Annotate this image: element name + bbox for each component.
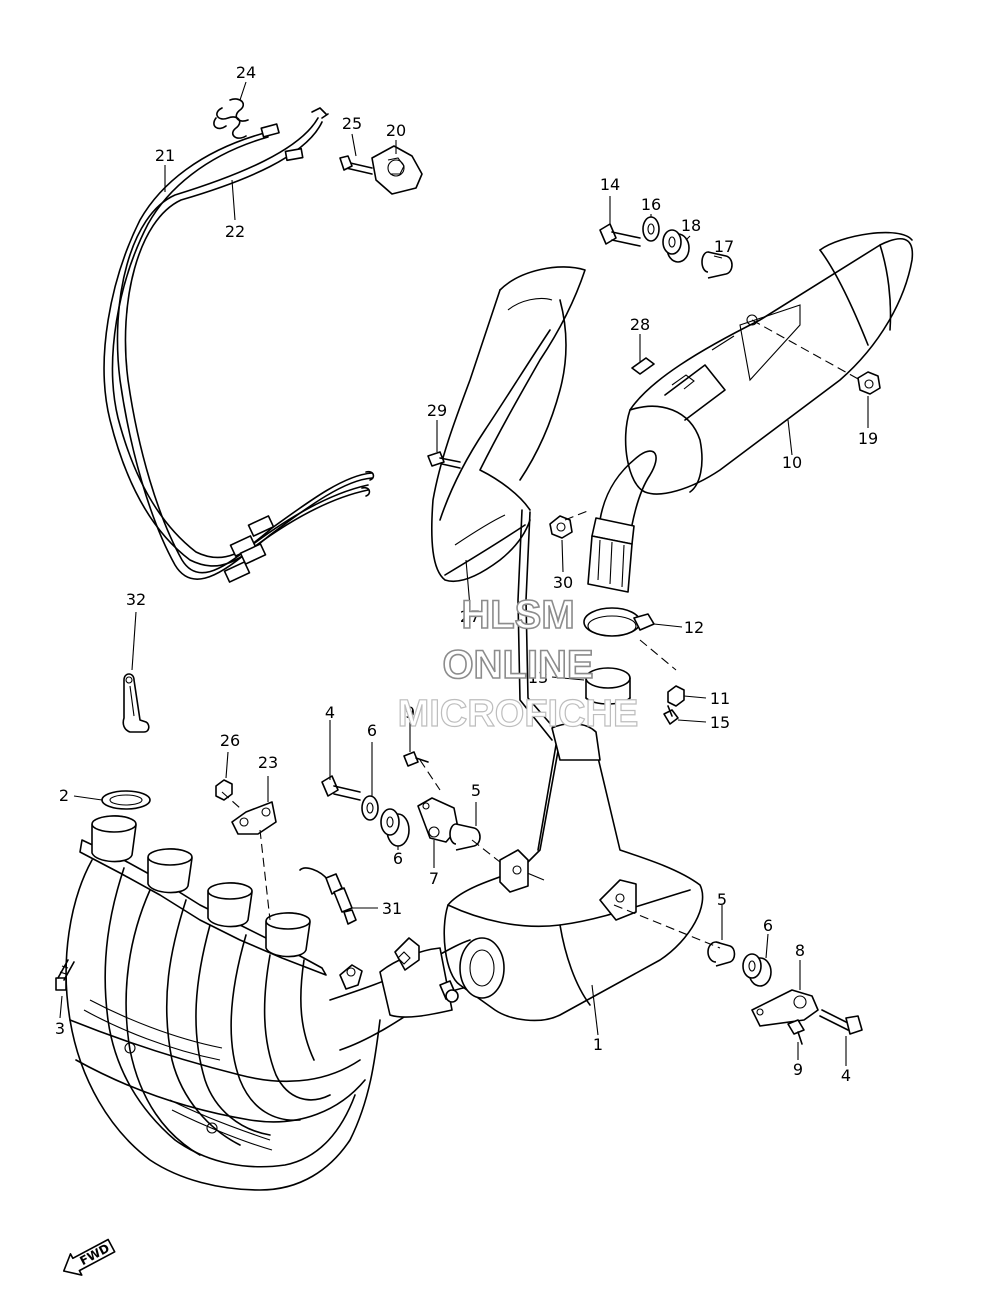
nut-11 xyxy=(667,685,685,707)
bolt-4-left xyxy=(321,775,361,801)
nut-26 xyxy=(215,779,233,801)
part-number-16: 16 xyxy=(641,195,661,214)
bolt-9-left xyxy=(403,751,429,767)
grommet-18 xyxy=(662,229,690,263)
watermark-line-3: MICROFICHE xyxy=(398,693,639,735)
sensor-31 xyxy=(299,867,357,925)
part-number-23: 23 xyxy=(258,753,278,772)
bracket-23 xyxy=(231,801,277,835)
part-number-15: 15 xyxy=(710,713,730,732)
part-number-8: 8 xyxy=(795,941,805,960)
collar-5-left xyxy=(449,823,481,851)
collar-17 xyxy=(701,251,733,279)
washer-6-left xyxy=(361,795,379,821)
stay-32 xyxy=(122,673,150,733)
part-number-13: 13 xyxy=(528,668,548,687)
nut-30 xyxy=(549,515,573,539)
bolt-15 xyxy=(663,705,679,725)
part-number-21: 21 xyxy=(155,146,175,165)
part-number-25: 25 xyxy=(342,114,362,133)
silencer-10 xyxy=(587,231,914,593)
part-number-19: 19 xyxy=(858,429,878,448)
washer-16 xyxy=(642,216,660,242)
grommet-6-lower xyxy=(380,808,410,847)
part-number-11: 11 xyxy=(710,689,730,708)
clip-28 xyxy=(631,357,655,375)
bolt-29 xyxy=(427,451,461,469)
watermark-line-1: HLSM xyxy=(461,593,574,637)
heat-shield-27 xyxy=(431,266,586,741)
part-number-5-left: 5 xyxy=(471,781,481,800)
part-number-26: 26 xyxy=(220,731,240,750)
part-number-29: 29 xyxy=(427,401,447,420)
bolt-9-right xyxy=(787,1019,805,1045)
part-number-5-right: 5 xyxy=(717,890,727,909)
part-number-20: 20 xyxy=(386,121,406,140)
part-number-22: 22 xyxy=(225,222,245,241)
part-number-30: 30 xyxy=(553,573,573,592)
part-number-28: 28 xyxy=(630,315,650,334)
part-number-24: 24 xyxy=(236,63,256,82)
bolt-25 xyxy=(339,155,373,175)
part-number-1: 1 xyxy=(593,1035,603,1054)
nut-19 xyxy=(857,371,881,395)
part-number-18: 18 xyxy=(681,216,701,235)
part-number-12: 12 xyxy=(684,618,704,637)
part-number-32: 32 xyxy=(126,590,146,609)
watermark-line-2: ONLINE xyxy=(442,643,593,687)
part-number-labels: 1 2 3 4 4 5 5 6 6 6 7 8 9 9 10 11 12 13 … xyxy=(55,63,878,1085)
fwd-label: FWD xyxy=(77,1241,111,1268)
part-number-9-right: 9 xyxy=(793,1060,803,1079)
part-number-7: 7 xyxy=(429,869,439,888)
part-number-6-upper: 6 xyxy=(367,721,377,740)
part-number-4-right: 4 xyxy=(841,1066,851,1085)
grommet-6-right xyxy=(742,953,772,987)
part-number-27: 27 xyxy=(460,607,480,626)
clamp-12 xyxy=(583,607,655,637)
part-number-6-right: 6 xyxy=(763,916,773,935)
part-number-14: 14 xyxy=(600,175,620,194)
forward-arrow-icon: FWD xyxy=(62,1238,116,1276)
bolt-4-right xyxy=(819,1009,863,1035)
part-number-4-left: 4 xyxy=(325,703,335,722)
part-number-10: 10 xyxy=(782,453,802,472)
part-number-31: 31 xyxy=(382,899,402,918)
part-number-2: 2 xyxy=(59,786,69,805)
bolt-3 xyxy=(55,959,75,991)
exhaust-header-pipes xyxy=(65,790,505,1191)
part-number-3: 3 xyxy=(55,1019,65,1038)
exhaust-valve-cables xyxy=(103,98,375,583)
watermark: HLSM ONLINE MICROFICHE xyxy=(397,592,639,735)
part-number-17: 17 xyxy=(714,237,734,256)
leader-lines xyxy=(59,81,869,1066)
muffler-1 xyxy=(443,722,704,1022)
collar-5-right xyxy=(707,941,736,967)
bolt-14 xyxy=(599,223,641,247)
bracket-8 xyxy=(751,989,819,1027)
part-number-9-left: 9 xyxy=(405,703,415,722)
cover-20 xyxy=(371,145,423,195)
gasket-13 xyxy=(585,667,631,705)
part-number-6-lower: 6 xyxy=(393,849,403,868)
